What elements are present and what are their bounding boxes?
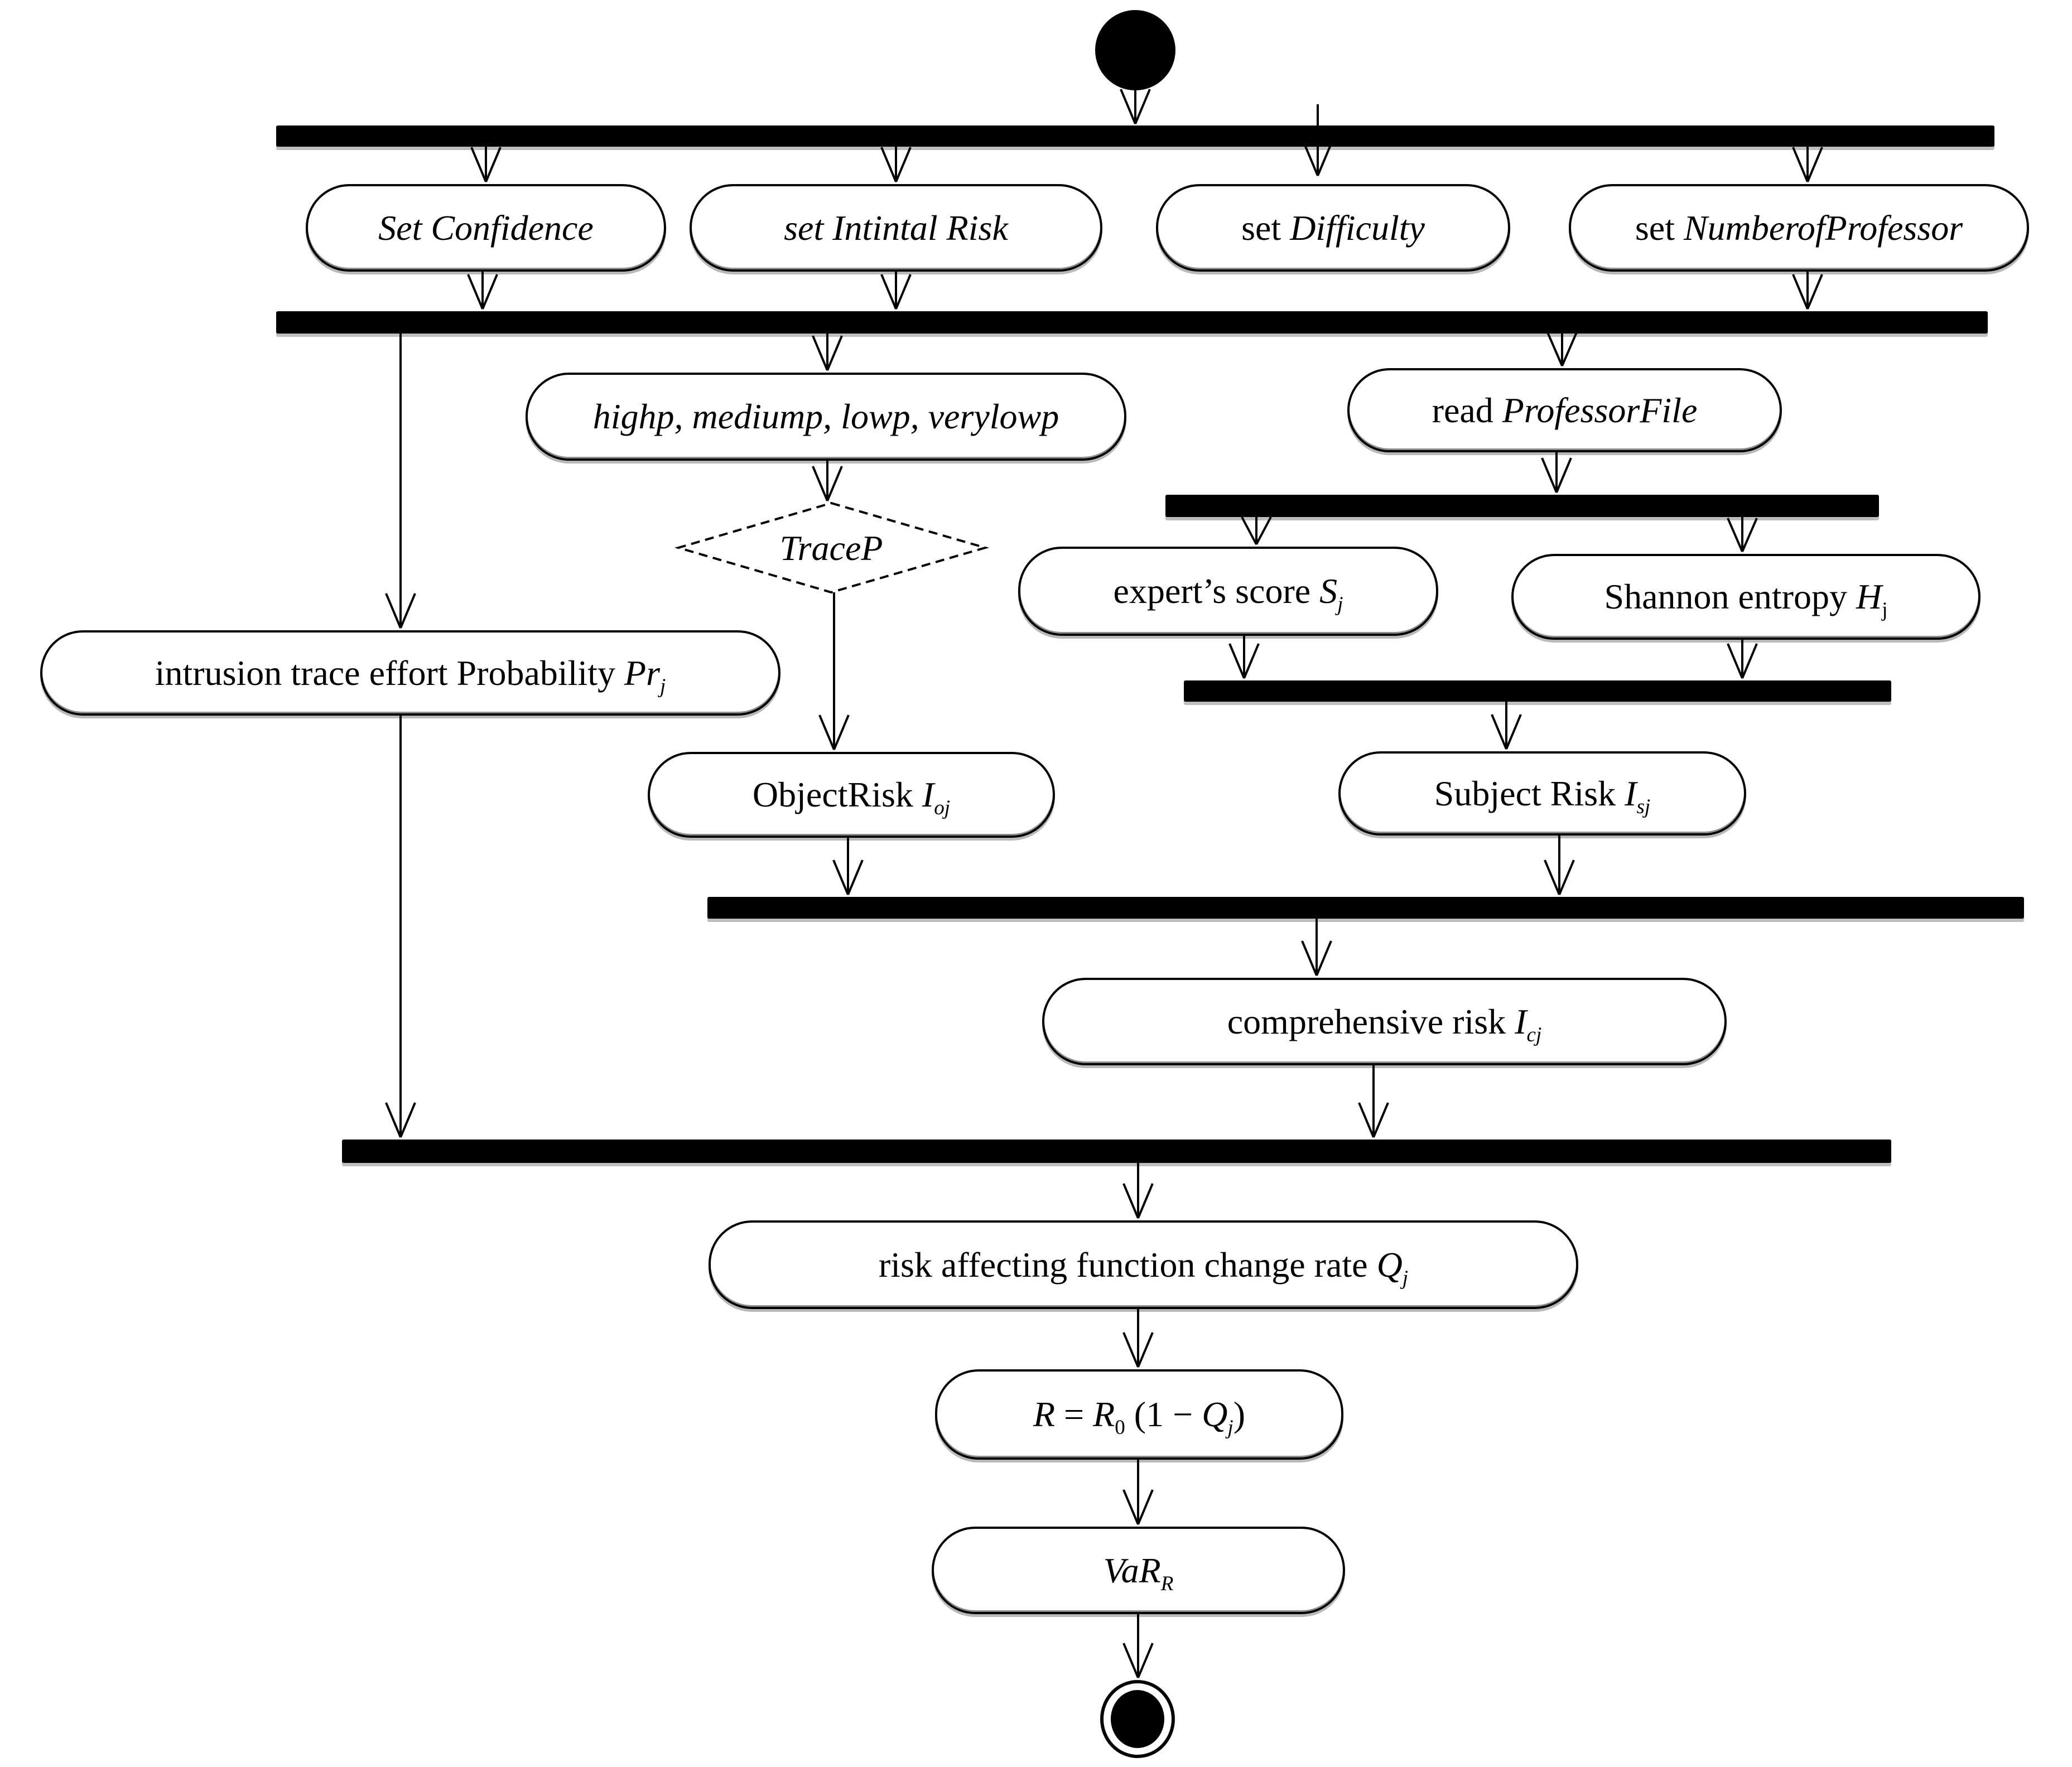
node-comprehensive-risk-label: comprehensive risk Icj — [1227, 1001, 1542, 1046]
edge-bar4-to-subject-risk — [1491, 702, 1522, 750]
edge-bar1-to-set-confidence — [470, 147, 502, 182]
join-bar-6 — [342, 1140, 1891, 1163]
fork-bar-3 — [1165, 495, 1879, 517]
edge-var-to-end — [1122, 1614, 1154, 1678]
join-bar-4 — [1184, 680, 1891, 702]
fork-bar-1 — [276, 125, 1994, 147]
edge-set-numberofprofessor-to-bar2 — [1792, 272, 1823, 310]
tracep-label-text: TraceP — [779, 528, 883, 568]
end-node — [1100, 1680, 1175, 1758]
node-fuzzy-levels-label: highp, mediump, lowp, verylowp — [592, 397, 1059, 437]
node-formula-label: R = R0 (1 − Qj) — [1033, 1394, 1246, 1440]
node-set-numberofprofessor-label: set NumberofProfessor — [1635, 207, 1963, 248]
node-subject-risk: Subject Risk Isj — [1338, 751, 1746, 836]
node-set-numberofprofessor: set NumberofProfessor — [1569, 184, 2029, 272]
tracep-diamond — [674, 501, 990, 594]
edge-object-risk-to-bar5 — [832, 838, 864, 895]
node-expert-score-label: expert’s score Sj — [1113, 571, 1343, 616]
edge-bar5-to-comprehensive — [1301, 919, 1332, 976]
node-var-r-label: VaRR — [1103, 1550, 1174, 1595]
edge-start-to-bar1 — [1120, 88, 1151, 124]
edge-set-intintal-risk-to-bar2 — [880, 272, 912, 310]
node-set-confidence-label: Set Confidence — [378, 207, 594, 248]
node-set-intintal-risk-label: set Intintal Risk — [784, 207, 1008, 248]
edge-bar1-to-set-intintal-risk — [880, 147, 912, 182]
edge-bar1-to-set-numberofprofessor — [1792, 147, 1823, 182]
edge-expert-to-bar4 — [1228, 636, 1260, 679]
edge-comprehensive-to-bar6 — [1358, 1065, 1389, 1138]
edge-fuzzy-to-tracep — [812, 461, 843, 501]
join-bar-5 — [707, 897, 2024, 919]
node-intrusion-probability-label: intrusion trace effort Probability Prj — [155, 653, 666, 698]
node-shannon-entropy: Shannon entropy Hj — [1511, 554, 1981, 640]
node-read-professorfile: read ProfessorFile — [1347, 368, 1782, 452]
edge-bar3-to-expert — [1241, 516, 1272, 545]
start-node — [1095, 10, 1175, 90]
join-fork-bar-2 — [276, 311, 1988, 334]
edge-bar2-to-fuzzy-levels — [812, 334, 843, 371]
node-subject-risk-label: Subject Risk Isj — [1434, 773, 1651, 818]
node-risk-change-rate: risk affecting function change rate Qj — [709, 1220, 1578, 1309]
node-read-professorfile-label: read ProfessorFile — [1432, 390, 1698, 430]
node-var-r: VaRR — [932, 1527, 1345, 1614]
edge-read-to-bar3 — [1541, 452, 1572, 493]
edge-intrusion-to-bar6 — [385, 716, 416, 1138]
node-set-confidence: Set Confidence — [306, 184, 666, 272]
edge-bar2-to-intrusion — [385, 334, 416, 629]
node-set-difficulty-label: set Difficulty — [1241, 207, 1425, 248]
tracep-label: TraceP — [734, 522, 929, 574]
edge-shannon-to-bar4 — [1727, 640, 1758, 679]
edge-bar6-to-risk-rate — [1122, 1163, 1154, 1219]
end-node-dot — [1111, 1690, 1164, 1748]
edge-set-confidence-to-bar2 — [467, 272, 498, 310]
edge-subject-risk-to-bar5 — [1544, 836, 1575, 895]
node-shannon-entropy-label: Shannon entropy Hj — [1604, 577, 1888, 622]
node-intrusion-probability: intrusion trace effort Probability Prj — [40, 630, 780, 716]
node-object-risk: ObjectRisk Ioj — [648, 752, 1055, 838]
node-set-intintal-risk: set Intintal Risk — [690, 184, 1102, 272]
node-expert-score: expert’s score Sj — [1018, 547, 1438, 636]
edge-bar2-to-read-professorfile — [1546, 332, 1578, 366]
edge-tracep-to-object-risk — [818, 592, 850, 750]
edge-formula-to-var — [1122, 1460, 1154, 1525]
node-formula: R = R0 (1 − Qj) — [935, 1369, 1343, 1460]
edge-bar3-to-shannon — [1727, 517, 1758, 552]
node-fuzzy-levels: highp, mediump, lowp, verylowp — [526, 373, 1126, 461]
node-object-risk-label: ObjectRisk Ioj — [752, 775, 951, 820]
edge-risk-rate-to-formula — [1122, 1309, 1154, 1368]
node-risk-change-rate-label: risk affecting function change rate Qj — [878, 1244, 1409, 1290]
node-set-difficulty: set Difficulty — [1156, 184, 1510, 272]
node-comprehensive-risk: comprehensive risk Icj — [1042, 978, 1727, 1065]
